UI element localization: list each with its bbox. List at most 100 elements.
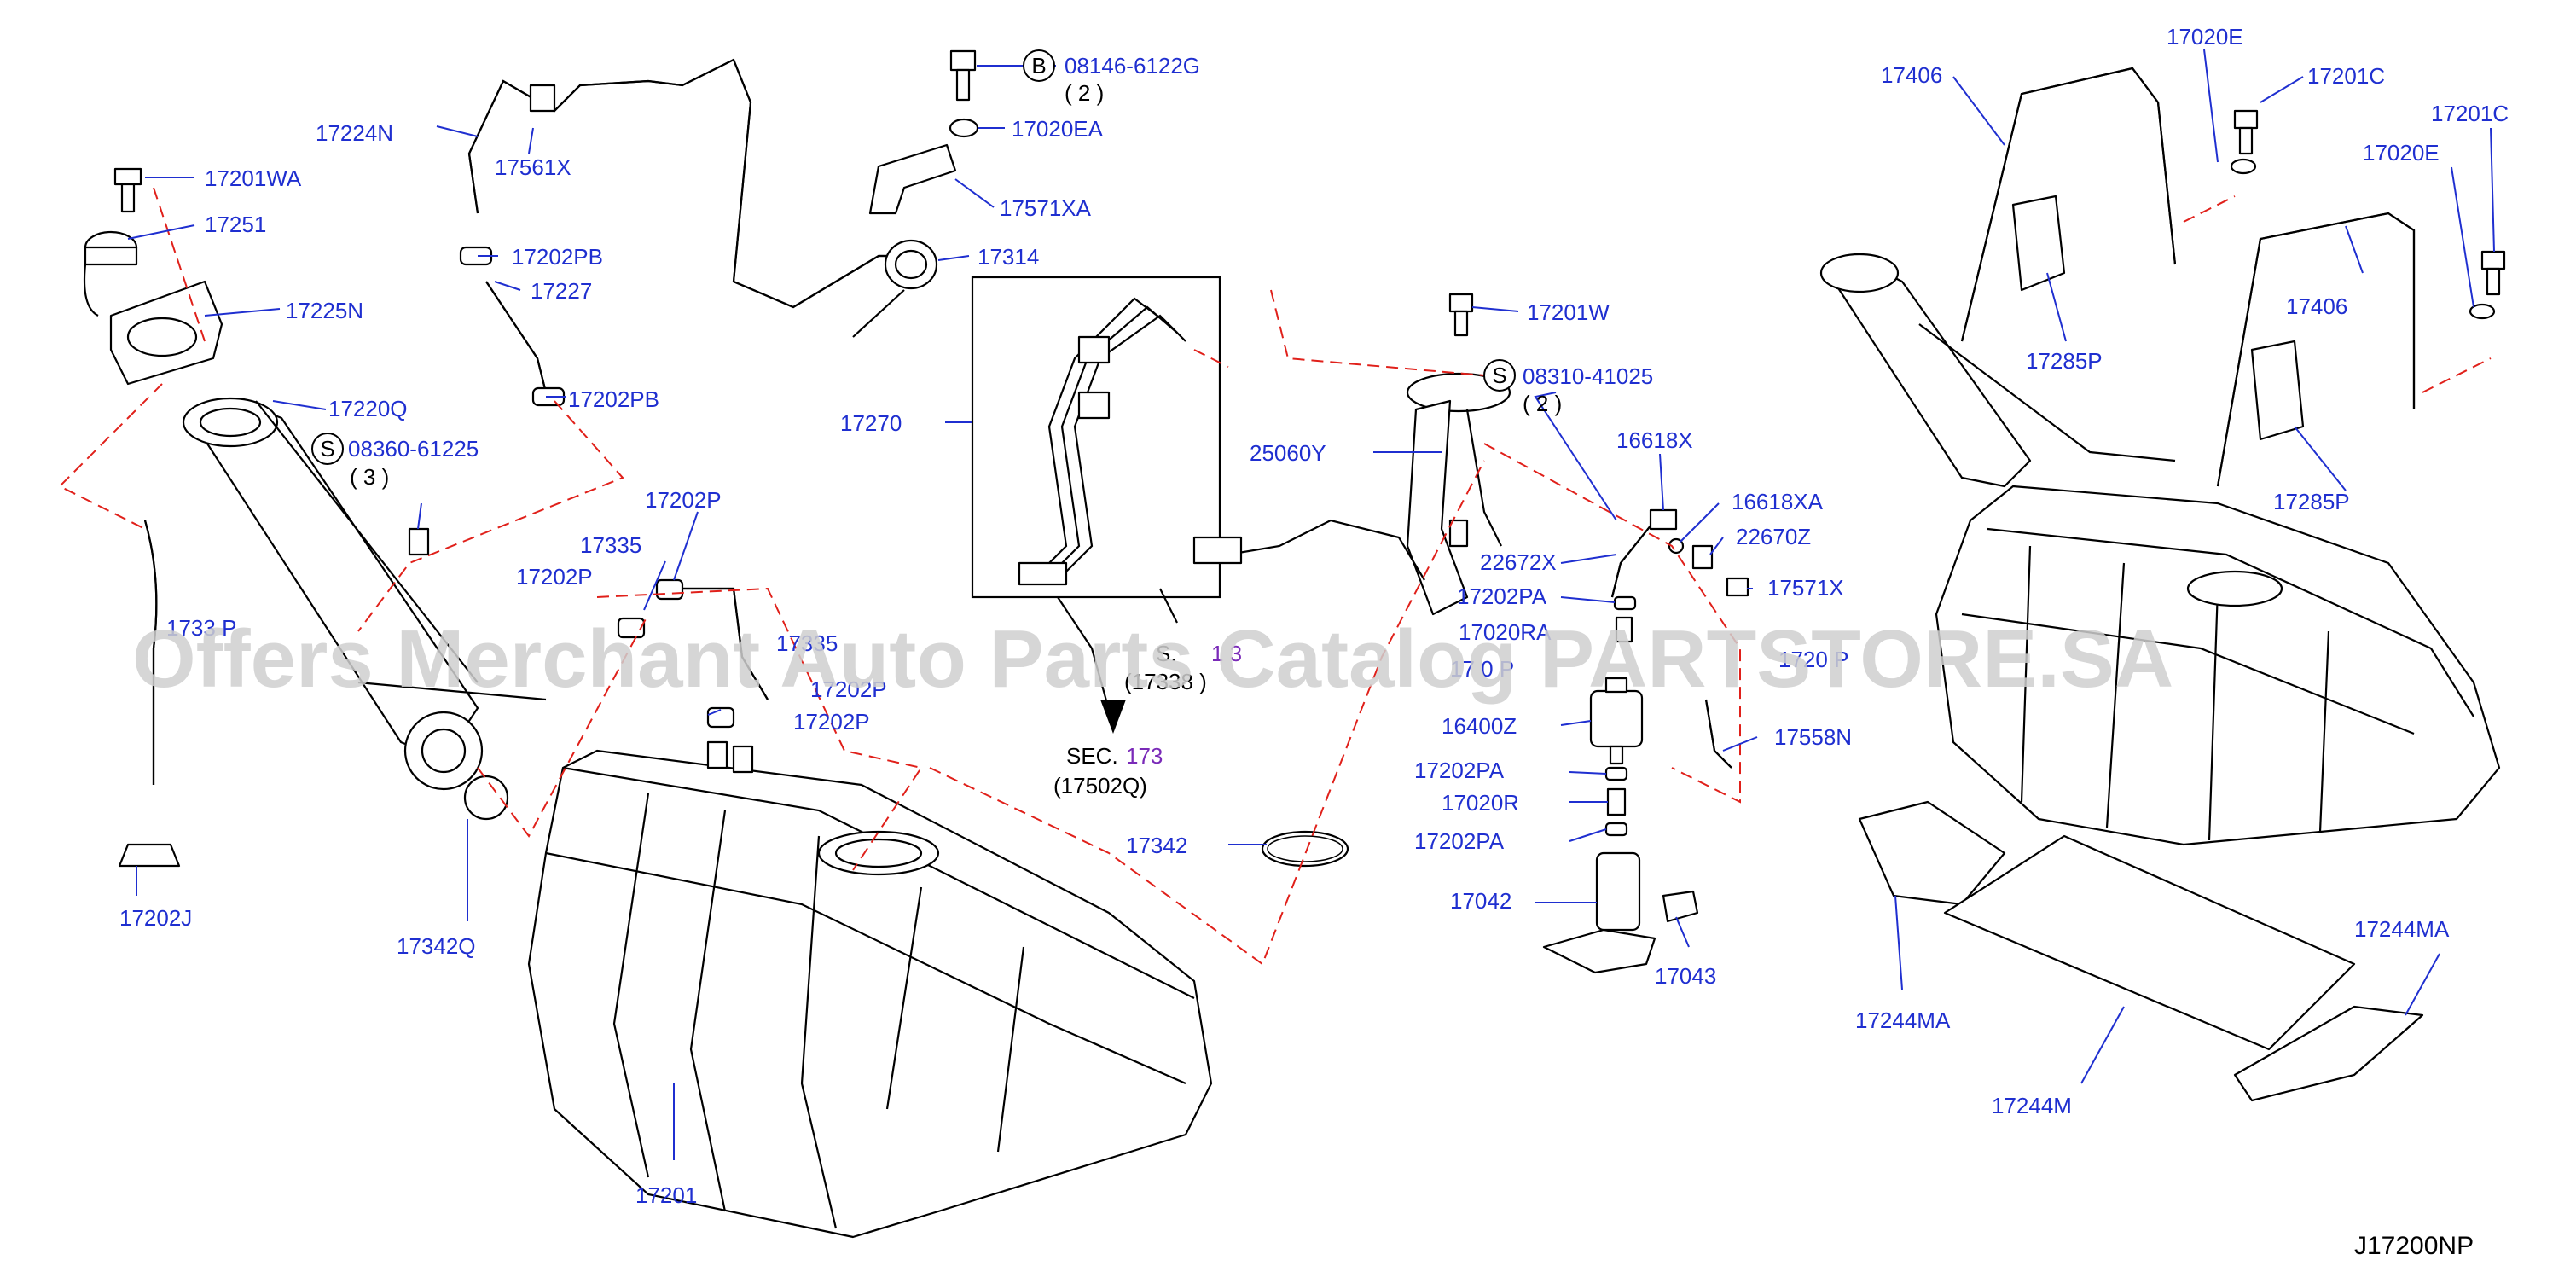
sensor-22670Z[interactable] [1691,544,1714,570]
screw-08360[interactable] [408,527,430,556]
callout-17202PA-b[interactable]: 17202PA [1414,758,1505,783]
canister-17314[interactable] [852,239,938,338]
fuel-pump-17042[interactable] [1542,851,1656,974]
grommet-17202J[interactable] [118,843,181,868]
callout-17406-a[interactable]: 17406 [1881,62,1942,88]
callout-17202J[interactable]: 17202J [119,905,192,931]
callout-17042[interactable]: 17042 [1450,888,1511,914]
callout-17020E-b[interactable]: 17020E [2363,140,2440,166]
callout-16400Z[interactable]: 16400Z [1442,713,1517,739]
callout-22670Z[interactable]: 22670Z [1736,524,1811,549]
shield-17244MA-b[interactable] [2233,1005,2424,1102]
callout-25060Y[interactable]: 25060Y [1250,440,1326,466]
cap-retainer-17225N[interactable] [109,280,223,386]
part-16618X[interactable] [1649,508,1678,531]
callout-17043[interactable]: 17043 [1655,963,1716,989]
callout-17244MA-a[interactable]: 17244MA [1855,1008,1951,1033]
callout-17201WA[interactable]: 17201WA [205,166,302,191]
callout-17342[interactable]: 17342 [1126,833,1187,858]
callout-17020R[interactable]: 17020R [1442,790,1519,816]
clamp-17202PA-a[interactable] [1613,595,1637,611]
callout-17220Q[interactable]: 17220Q [328,396,408,421]
sec-label-a[interactable]: SEC. [1066,743,1118,769]
hose-17020R[interactable] [1606,787,1627,816]
callout-17244M[interactable]: 17244M [1992,1093,2072,1118]
bolt-17201C-b[interactable] [2480,250,2506,296]
callout-17558N[interactable]: 17558N [1774,724,1852,750]
callout-17244MA-b[interactable]: 17244MA [2354,916,2450,942]
fuel-filter-16400Z[interactable] [1589,677,1644,765]
bolt-17201C-a[interactable] [2233,109,2259,155]
part-16618XA[interactable] [1668,537,1685,555]
callout-17225N[interactable]: 17225N [286,298,363,323]
callout-17335-b[interactable]: 17335 [776,630,838,656]
strap-17406-b[interactable] [2216,212,2416,487]
callout-1733P[interactable]: 1733 P [166,615,236,641]
clamp-17202PA-b[interactable] [1604,766,1628,781]
callout-17224N[interactable]: 17224N [316,120,393,146]
washer-17020EA[interactable] [949,118,979,138]
callout-17202PB-a[interactable]: 17202PB [512,244,603,270]
hose-17020RA[interactable] [1615,616,1633,643]
pump-bracket-25060Y[interactable] [1406,372,1511,616]
bolt-08146[interactable] [949,49,977,102]
callout-17227[interactable]: 17227 [531,278,592,304]
callout-17020RA[interactable]: 17020RA [1459,619,1552,645]
clip-17043[interactable] [1662,890,1699,923]
callout-17202P-a[interactable]: 17202P [645,487,722,513]
fuel-tank-17201[interactable] [527,740,1213,1239]
bracket-17571XA[interactable] [868,143,957,215]
callout-17201C-a[interactable]: 17201C [2307,63,2385,89]
callout-17202P-b[interactable]: 17202P [516,564,593,589]
callout-17251[interactable]: 17251 [205,212,266,237]
callout-17202P-c[interactable]: 17202P [810,677,887,702]
part-17571X[interactable] [1726,577,1749,597]
callout-08310-41025[interactable]: 08310-41025 [1523,363,1653,389]
callout-17202P-d[interactable]: 17202P [793,709,870,735]
clamp-17202P-a[interactable] [655,578,684,601]
clamp-17202P-c[interactable] [706,706,735,729]
filler-tube-17220Q[interactable] [182,397,484,791]
callout-17571XA[interactable]: 17571XA [1000,195,1092,221]
callout-17201C-b[interactable]: 17201C [2431,101,2509,126]
filler-cap-17251[interactable] [83,230,138,316]
callout-1720P-b[interactable]: 1720 P [1778,647,1848,672]
callout-17285P-b[interactable]: 17285P [2273,489,2350,514]
callout-17406-b[interactable]: 17406 [2286,293,2347,319]
callout-17201[interactable]: 17201 [635,1182,697,1208]
callout-08146-6122G[interactable]: 08146-6122G [1065,53,1200,78]
sec-label-b[interactable]: S. [1156,641,1177,666]
callout-17561X[interactable]: 17561X [495,154,571,180]
washer-17020E-a[interactable] [2230,158,2257,175]
callout-17571X[interactable]: 17571X [1767,575,1844,601]
clamp-17202PA-c[interactable] [1604,822,1628,837]
o-ring-17342Q[interactable] [463,775,509,821]
callout-16618X[interactable]: 16618X [1616,427,1693,453]
callout-17202PA-a[interactable]: 17202PA [1457,584,1547,609]
callout-17270[interactable]: 17270 [840,410,902,436]
callout-17335-a[interactable]: 17335 [580,532,641,558]
washer-17020E-b[interactable] [2469,303,2496,320]
callout-17202PB-b[interactable]: 17202PB [568,386,659,412]
bolt-17201WA[interactable] [113,167,142,213]
callout-22672X[interactable]: 22672X [1480,549,1557,575]
callout-17285P-a[interactable]: 17285P [2026,348,2103,374]
callout-16618XA[interactable]: 16618XA [1732,489,1824,514]
pad-17285P-b[interactable] [2250,340,2305,441]
callout-1720P-a[interactable]: 17 0 P [1450,656,1514,682]
callout-17314[interactable]: 17314 [978,244,1039,270]
sec-number-a[interactable]: 173 [1126,743,1163,769]
clip-17561X[interactable] [529,84,556,113]
callout-08360-61225[interactable]: 08360-61225 [348,436,479,462]
callout-17020EA[interactable]: 17020EA [1012,116,1104,142]
shield-17244M[interactable] [1943,834,2356,1051]
shield-17244MA-a[interactable] [1858,800,2006,906]
callout-17342Q[interactable]: 17342Q [397,933,476,959]
callout-17201W[interactable]: 17201W [1527,299,1610,325]
bolt-17201W[interactable] [1448,293,1474,337]
callout-17020E-a[interactable]: 17020E [2167,24,2243,49]
clamp-17202P-b[interactable] [617,617,646,639]
pad-17285P-a[interactable] [2011,195,2066,292]
callout-17202PA-c[interactable]: 17202PA [1414,828,1505,854]
sec-number-b[interactable]: 1 3 [1211,641,1242,666]
